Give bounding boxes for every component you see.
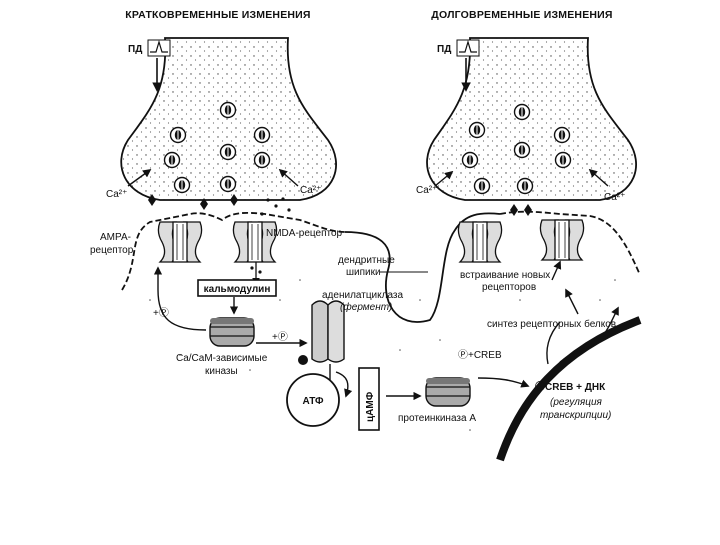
insertion-label-line1: встраивание новых — [460, 270, 550, 281]
calmodulin-label: кальмодулин — [204, 284, 271, 295]
ampa-receptor-left — [158, 222, 201, 262]
transcription-label-line1: (регуляция — [550, 397, 603, 408]
camk-label-line2: киназы — [205, 366, 238, 377]
ap-label-left: ПД — [128, 44, 142, 55]
insertion-label-line2: рецепторов — [482, 282, 536, 293]
atp-label: АТФ — [303, 396, 324, 407]
ca-label-left-outer: Ca²⁺ — [106, 189, 127, 200]
ca-label-right-outer: Ca²⁺ — [604, 192, 625, 203]
new-receptor-right — [540, 220, 583, 260]
ap-label-right: ПД — [437, 44, 451, 55]
adenylate-label-line1: аденилатциклаза — [322, 290, 403, 301]
adenylate-label-line2: (фермент) — [340, 301, 392, 313]
camk-kinase — [210, 318, 254, 346]
protein-kinase-a — [426, 378, 470, 406]
camp-label: цАМФ — [365, 391, 376, 422]
phospho-ampa-arrow — [158, 268, 206, 330]
ampa-label-line1: АМРА- — [100, 232, 131, 243]
insertion-arrow — [552, 262, 560, 280]
pka-creb-arrow — [478, 378, 528, 386]
camk-label-line1: Ca/CaM-зависимые — [176, 353, 268, 364]
ampa-label-line2: рецептор — [90, 245, 134, 256]
synthesis-arrow — [566, 290, 578, 314]
presynaptic-terminal-right — [427, 38, 636, 200]
header-long-term: ДОЛГОВРЕМЕННЫЕ ИЗМЕНЕНИЯ — [431, 9, 612, 21]
nmda-label: NMDA-рецептор — [266, 228, 343, 239]
p-creb-label: Ⓟ+CREB — [458, 349, 502, 361]
presynaptic-terminal-left — [121, 38, 336, 200]
ap-spike-icon-left — [148, 40, 170, 56]
neurotransmitter-right — [510, 204, 532, 216]
ca-label-left-inner: Ca²⁺ — [300, 185, 321, 196]
spines-label-line1: дендритные — [338, 255, 395, 266]
header-short-term: КРАТКОВРЕМЕННЫЕ ИЗМЕНЕНИЯ — [125, 9, 310, 21]
creb-dna-label: ⓅCREB + ДНК — [535, 380, 606, 393]
ca-label-right-inner: Ca²⁺ — [416, 185, 437, 196]
ap-spike-icon-right — [457, 40, 479, 56]
spines-label-line2: шипики — [346, 267, 381, 278]
ampa-receptor-right — [458, 222, 501, 262]
phospho-mid-label: +Ⓟ — [272, 331, 288, 343]
protein-synthesis-label: синтез рецепторных белков — [487, 318, 616, 330]
adenylate-cyclase — [298, 301, 344, 365]
transcription-label-line2: транскрипции) — [540, 410, 611, 421]
pka-label: протеинкиназа А — [398, 413, 476, 424]
